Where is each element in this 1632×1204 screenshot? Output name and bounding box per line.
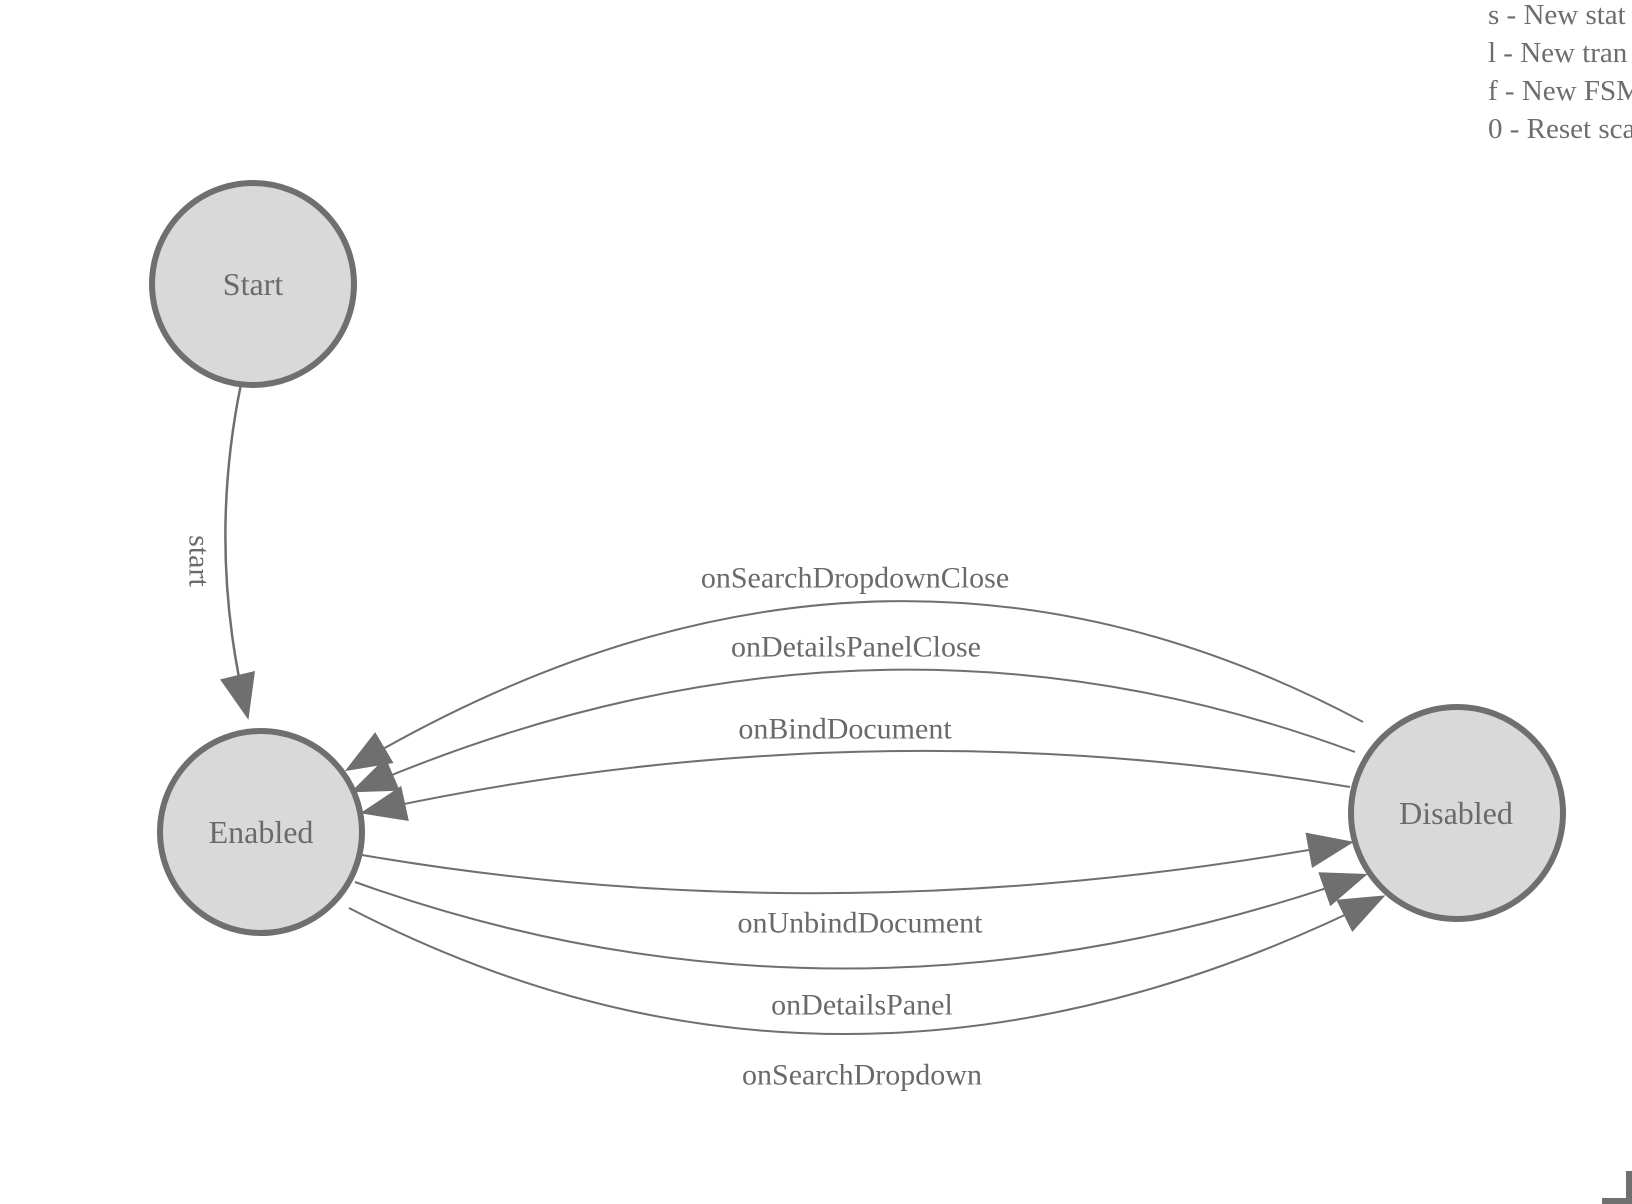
state-nodes: Start Enabled Disabled — [149, 180, 1566, 936]
edge-onBindDocument[interactable] — [360, 749, 1351, 822]
edge-label-onBindDocument: onBindDocument — [738, 713, 952, 746]
state-start[interactable]: Start — [149, 180, 357, 388]
state-disabled-circle[interactable] — [1348, 704, 1566, 922]
edge-label-onUnbindDocument: onUnbindDocument — [738, 907, 984, 940]
transition-labels: start onSearchDropdownClose onDetailsPan… — [183, 535, 1010, 1091]
resize-corner-horizontal-bar — [1602, 1198, 1632, 1204]
edge-onDetailsPanelClose[interactable] — [350, 668, 1356, 793]
legend-line-new-transition: l - New tran — [1488, 37, 1628, 69]
legend-line-new-fsm: f - New FSM — [1488, 75, 1632, 107]
edge-onUnbindDocument[interactable] — [361, 832, 1354, 895]
state-start-circle[interactable] — [149, 180, 357, 388]
resize-corner-vertical-bar — [1626, 1171, 1632, 1204]
edge-label-onDetailsPanel: onDetailsPanel — [771, 989, 953, 1022]
edge-label-start: start — [183, 535, 216, 587]
state-disabled-label: Disabled — [1399, 795, 1513, 831]
legend-line-reset-scale: 0 - Reset sca — [1488, 113, 1632, 145]
transition-edges — [220, 383, 1386, 1035]
edge-onSearchDropdown[interactable] — [348, 895, 1386, 1035]
resize-corner[interactable] — [1602, 1171, 1632, 1204]
edge-label-onSearchDropdownClose: onSearchDropdownClose — [701, 562, 1009, 595]
edge-label-onDetailsPanelClose: onDetailsPanelClose — [731, 631, 981, 664]
state-disabled[interactable]: Disabled — [1348, 704, 1566, 922]
state-enabled[interactable]: Enabled — [157, 728, 365, 936]
state-start-label: Start — [223, 266, 284, 302]
state-enabled-circle[interactable] — [157, 728, 365, 936]
state-enabled-label: Enabled — [209, 814, 314, 850]
edge-onSearchDropdownClose[interactable] — [344, 600, 1364, 772]
legend-line-new-state: s - New stat — [1488, 0, 1626, 31]
shortcut-legend: s - New stat l - New tran f - New FSM 0 … — [1488, 0, 1632, 148]
edge-label-onSearchDropdown: onSearchDropdown — [742, 1059, 982, 1092]
edge-start[interactable] — [220, 383, 256, 720]
edge-onDetailsPanel[interactable] — [354, 872, 1368, 970]
